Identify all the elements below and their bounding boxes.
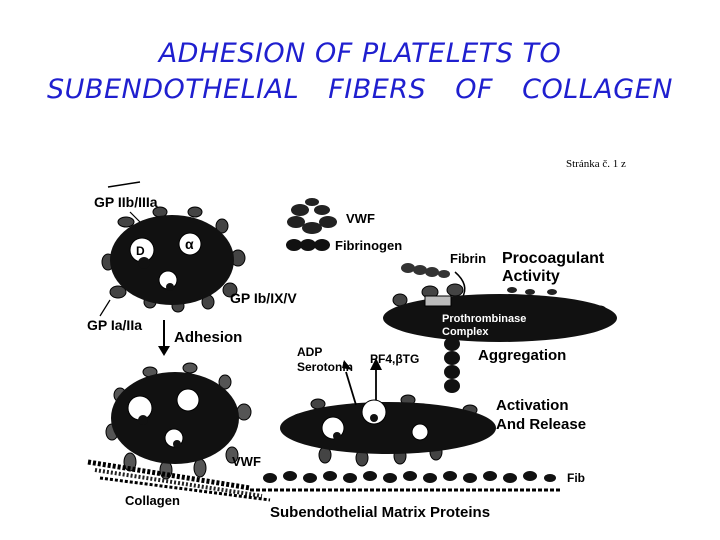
title-line-1: ADHESION OF PLATELETS TO <box>158 38 562 69</box>
matrix-label: Subendothelial Matrix Proteins <box>270 504 490 521</box>
adhered-platelet <box>105 362 252 480</box>
procoagulant-label: Procoagulant <box>502 250 605 267</box>
collagen-fibers <box>87 459 271 502</box>
fibrin-strand <box>401 263 450 278</box>
adhesion-label: Adhesion <box>174 329 242 346</box>
prothrombinase-platelet <box>383 283 617 342</box>
gp-ib-ix-v-label: GP Ib/IX/V <box>230 290 297 306</box>
matrix-protein-chain <box>263 471 556 483</box>
aggregation-label: Aggregation <box>478 347 566 364</box>
complex-label: Complex <box>442 326 489 338</box>
adp-arrow <box>345 371 357 406</box>
gp-ia-iia-pointer <box>99 299 111 317</box>
vwf-molecule <box>287 198 337 234</box>
pf4-arrowhead <box>370 358 382 370</box>
procoagulant-factors <box>507 287 557 295</box>
granule-alpha-label: α <box>185 236 194 252</box>
gp-ia-iia-label: GP Ia/IIa <box>87 317 142 333</box>
page-stamp: Stránka č. 1 z <box>566 158 626 170</box>
vwf-top-label: VWF <box>346 211 375 226</box>
fibrin-label: Fibrin <box>450 251 486 266</box>
and-release-label: And Release <box>496 416 586 433</box>
resting-platelet: D α <box>101 206 246 313</box>
granule-d-label: D <box>136 244 145 258</box>
activated-platelet <box>280 394 496 467</box>
activation-label: Activation <box>496 397 569 414</box>
adhesion-arrowhead <box>158 346 170 356</box>
gp-iib-iiia-pointer <box>129 211 141 223</box>
title-line-2: SUBENDOTHELIAL FIBERS OF COLLAGEN <box>47 74 673 105</box>
prothrombinase-label: Prothrombinase <box>442 313 526 325</box>
serotonin-label: Serotonin <box>297 360 353 374</box>
adp-arrowhead <box>342 360 352 370</box>
aggregation-bridge <box>444 337 460 393</box>
pointer-line <box>107 181 141 188</box>
gp-iib-iiia-label: GP IIb/IIIa <box>94 194 158 210</box>
fib-label: Fib <box>567 471 585 485</box>
fibrinogen-molecule <box>286 239 330 251</box>
fibrinogen-label: Fibrinogen <box>335 238 402 253</box>
pf4-btg-label: PF4,βTG <box>370 352 419 366</box>
vwf-bottom-label: VWF <box>232 454 261 469</box>
adp-label: ADP <box>297 345 322 359</box>
activity-label: Activity <box>502 268 560 285</box>
collagen-label: Collagen <box>125 493 180 508</box>
